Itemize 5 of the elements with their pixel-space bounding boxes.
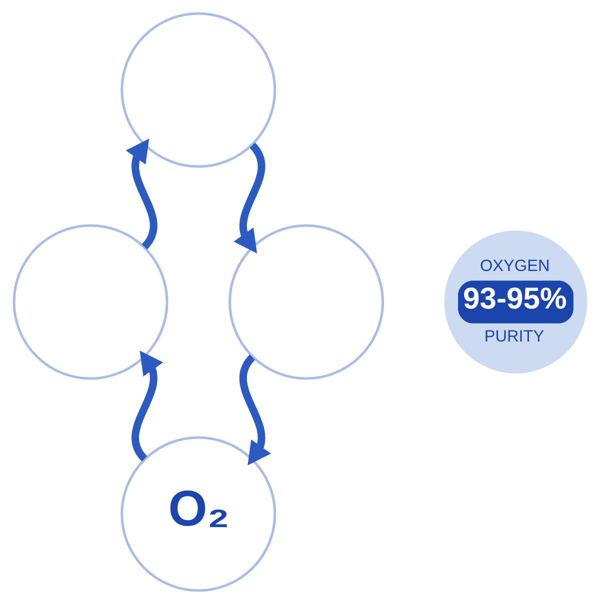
node-circle: [228, 224, 384, 380]
node-circle: [120, 12, 276, 168]
node-circle: [12, 224, 168, 380]
node-circle: OXYGEN 93-95% PURITY: [444, 230, 588, 374]
node-circle: O₂: [120, 436, 276, 592]
